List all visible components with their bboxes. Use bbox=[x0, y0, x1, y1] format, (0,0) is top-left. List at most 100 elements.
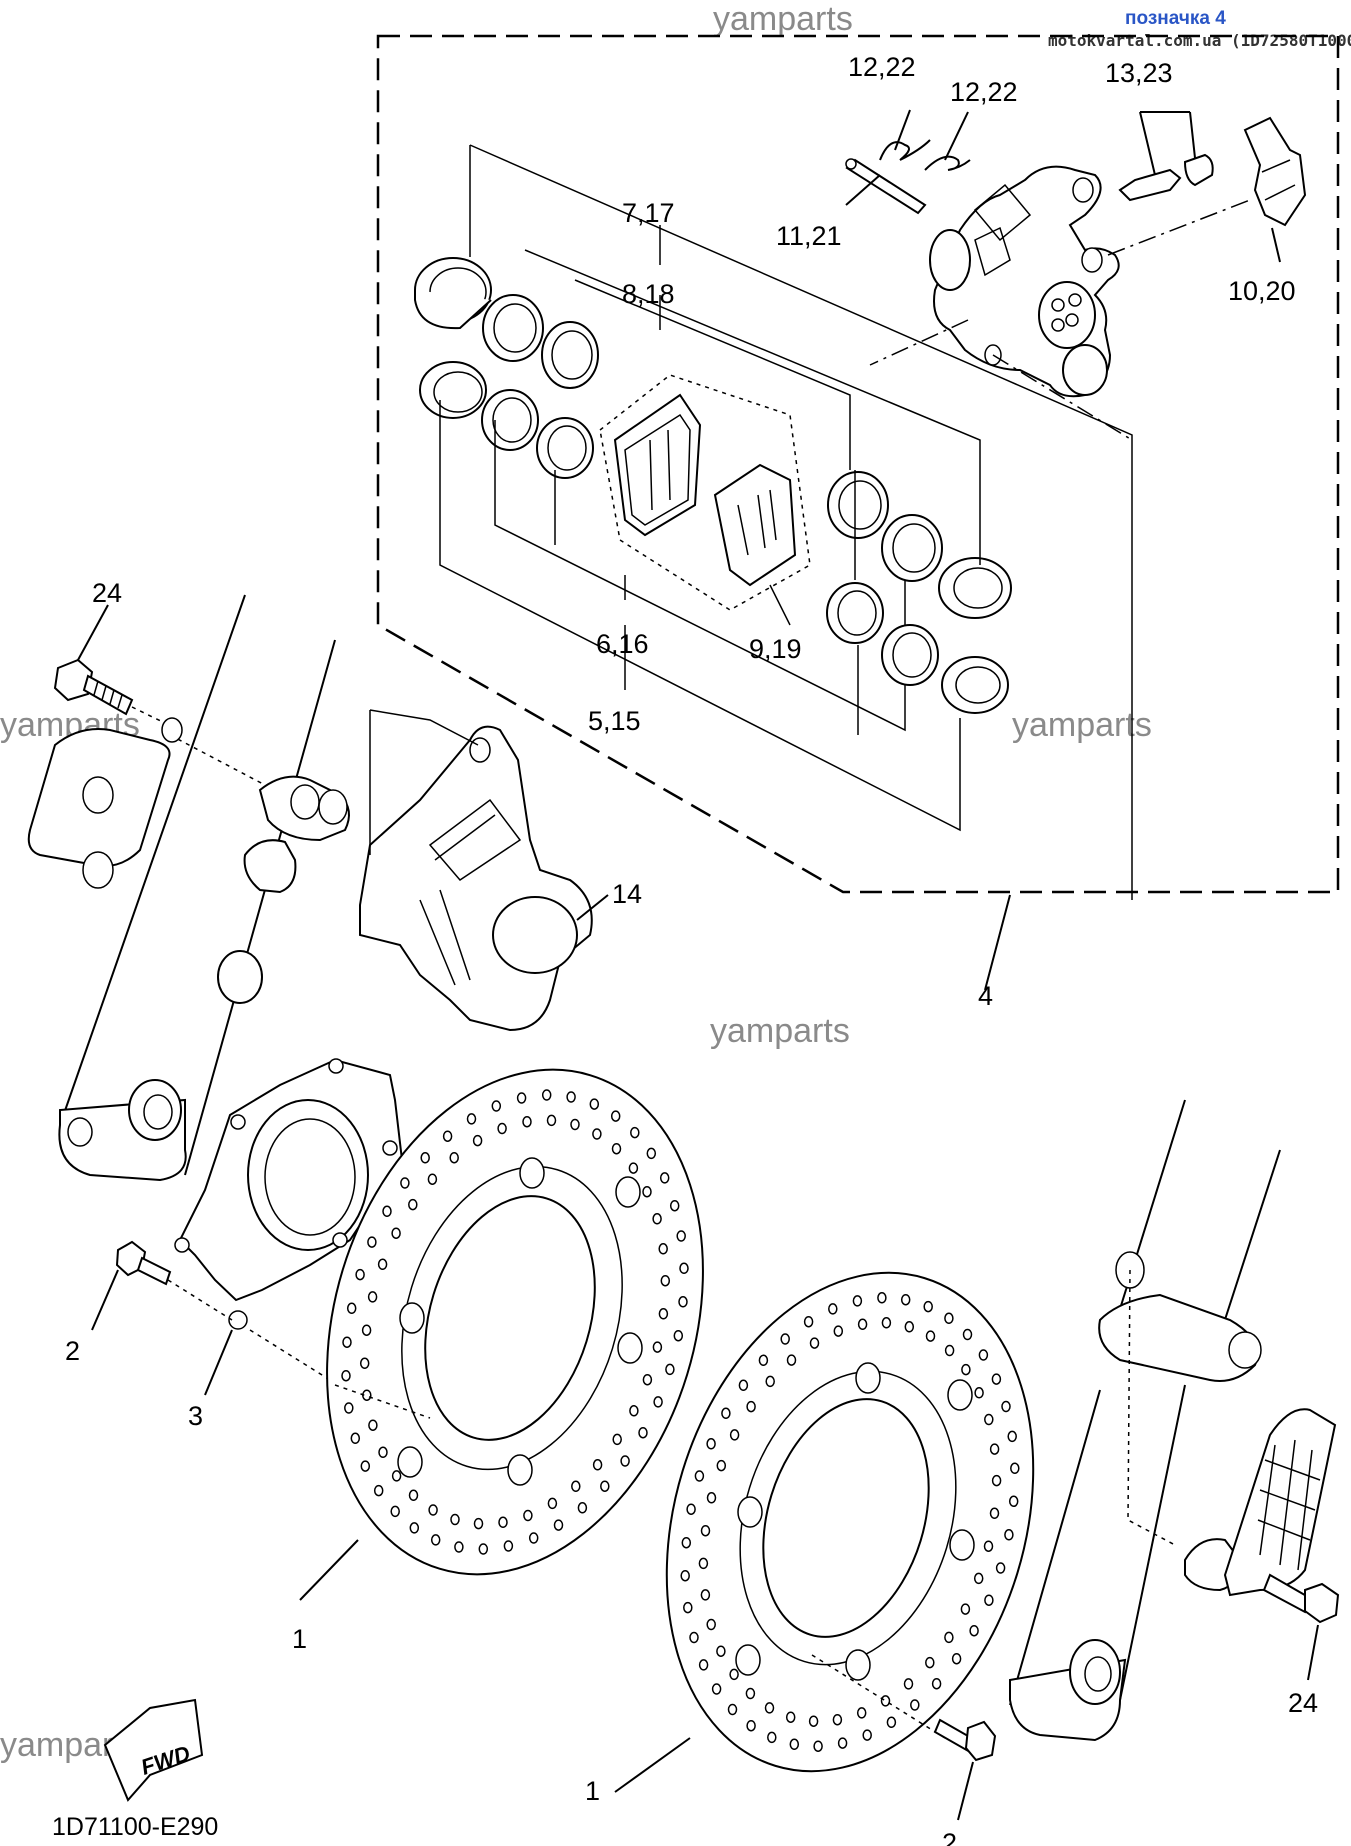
callout-2-left: 2 bbox=[65, 1336, 80, 1366]
disc-drill-hole bbox=[1001, 1400, 1011, 1413]
disc-drill-hole bbox=[727, 1703, 738, 1716]
disc-drill-hole bbox=[716, 1645, 726, 1657]
disc-drill-hole bbox=[653, 1396, 663, 1408]
callout-4: 4 bbox=[978, 981, 993, 1011]
callout-6-16: 6,16 bbox=[596, 629, 649, 659]
disc-drill-hole bbox=[961, 1363, 971, 1376]
disc-drill-hole bbox=[553, 1519, 564, 1531]
caliper-assembly-boundary bbox=[376, 34, 1340, 894]
disc-drill-hole bbox=[442, 1130, 453, 1142]
disc-drill-hole bbox=[546, 1114, 557, 1127]
disc-drill-hole bbox=[547, 1497, 558, 1510]
disc-drill-hole bbox=[706, 1618, 716, 1631]
disc-drill-hole bbox=[877, 1292, 887, 1304]
disc-drill-hole bbox=[706, 1438, 716, 1450]
callout-24-top: 24 bbox=[92, 578, 122, 608]
disc-drill-hole bbox=[449, 1151, 459, 1164]
bolt-24-right bbox=[1262, 1573, 1340, 1624]
disc-drill-hole bbox=[679, 1262, 689, 1275]
disc-drill-hole bbox=[571, 1480, 581, 1493]
disc-drill-hole bbox=[973, 1572, 984, 1585]
diagram-code: 1D71100-E290 bbox=[52, 1813, 218, 1841]
callout-1-left: 1 bbox=[292, 1624, 307, 1654]
disc-drill-hole bbox=[765, 1375, 775, 1388]
disc-drill-hole bbox=[969, 1624, 979, 1637]
disc-drill-hole bbox=[652, 1341, 663, 1353]
callout-1-bottom: 1 bbox=[585, 1776, 600, 1806]
disc-drill-hole bbox=[409, 1522, 420, 1534]
disc-drill-hole bbox=[729, 1668, 739, 1681]
disc-drill-hole bbox=[450, 1513, 460, 1526]
disc-drill-hole bbox=[862, 1729, 872, 1741]
disc-drill-hole bbox=[652, 1213, 662, 1225]
disc-drill-hole bbox=[570, 1118, 580, 1131]
right-fork-leg bbox=[1009, 1099, 1337, 1742]
disc-drill-hole bbox=[694, 1470, 705, 1482]
disc-drill-hole bbox=[989, 1443, 1000, 1455]
disc-drill-hole bbox=[638, 1426, 648, 1439]
disc-drill-hole bbox=[745, 1687, 756, 1700]
disc-drill-hole bbox=[857, 1318, 868, 1331]
disc-drill-hole bbox=[577, 1502, 588, 1514]
disc-drill-hole bbox=[523, 1509, 533, 1522]
disc-drill-hole bbox=[789, 1738, 800, 1751]
disc-drill-hole bbox=[923, 1300, 933, 1313]
disc-drill-hole bbox=[400, 1177, 410, 1189]
disc-drill-hole bbox=[984, 1413, 994, 1426]
disc-drill-hole bbox=[698, 1557, 709, 1570]
disc-drill-hole bbox=[660, 1274, 671, 1287]
disc-drill-hole bbox=[473, 1517, 484, 1530]
disc-drill-hole bbox=[786, 1354, 797, 1366]
disc-drill-hole bbox=[746, 1400, 756, 1413]
disc-drill-hole bbox=[408, 1198, 418, 1211]
disc-drill-hole bbox=[428, 1504, 438, 1516]
disc-drill-hole bbox=[944, 1344, 955, 1357]
disc-drill-hole bbox=[390, 1505, 400, 1518]
disc-drill-hole bbox=[427, 1173, 438, 1185]
pin-11-21 bbox=[845, 158, 927, 215]
disc-drill-hole bbox=[886, 1716, 897, 1729]
disc-drill-hole bbox=[780, 1333, 790, 1345]
disc-drill-hole bbox=[837, 1737, 848, 1749]
disc-drill-hole bbox=[359, 1357, 370, 1370]
disc-drill-hole bbox=[689, 1631, 699, 1644]
pad-clip-10-20 bbox=[1243, 116, 1307, 227]
disc-drill-hole bbox=[541, 1089, 552, 1101]
disc-drill-hole bbox=[367, 1236, 377, 1248]
disc-drill-hole bbox=[516, 1092, 527, 1104]
disc-drill-hole bbox=[420, 1152, 430, 1164]
disc-drill-hole bbox=[678, 1296, 688, 1308]
disc-drill-hole bbox=[904, 1321, 915, 1333]
fwd-arrow-icon: FWD bbox=[103, 1698, 204, 1802]
disc-drill-hole bbox=[612, 1433, 622, 1446]
callout-11-21: 11,21 bbox=[776, 221, 842, 251]
disc-drill-hole bbox=[430, 1534, 441, 1546]
disc-drill-hole bbox=[346, 1302, 357, 1315]
callout-24-right: 24 bbox=[1288, 1688, 1318, 1718]
disc-drill-hole bbox=[408, 1489, 419, 1502]
disc-drill-hole bbox=[951, 1652, 962, 1665]
disc-drill-hole bbox=[342, 1336, 352, 1348]
bolt-24-top bbox=[53, 658, 183, 743]
callout-3: 3 bbox=[188, 1401, 203, 1431]
disc-drill-hole bbox=[698, 1659, 709, 1671]
disc-drill-hole bbox=[391, 1227, 401, 1239]
disc-drill-hole bbox=[673, 1329, 684, 1342]
disc-drill-hole bbox=[391, 1470, 402, 1482]
disc-drill-hole bbox=[669, 1199, 680, 1212]
disc-drill-hole bbox=[767, 1731, 777, 1744]
disc-drill-hole bbox=[382, 1205, 392, 1218]
disc-drill-hole bbox=[974, 1387, 984, 1399]
disc-drill-hole bbox=[341, 1369, 351, 1382]
disc-drill-hole bbox=[832, 1713, 843, 1726]
disc-drill-hole bbox=[828, 1303, 838, 1315]
disc-drill-hole bbox=[360, 1460, 371, 1472]
callout-13-23: 13,23 bbox=[1105, 58, 1173, 88]
disc-drill-hole bbox=[367, 1291, 378, 1303]
callout-5-15: 5,15 bbox=[588, 706, 641, 736]
disc-drill-hole bbox=[856, 1707, 867, 1719]
disc-drill-hole bbox=[630, 1126, 640, 1139]
bolt-2-left bbox=[115, 1240, 172, 1286]
disc-drill-hole bbox=[522, 1115, 532, 1128]
